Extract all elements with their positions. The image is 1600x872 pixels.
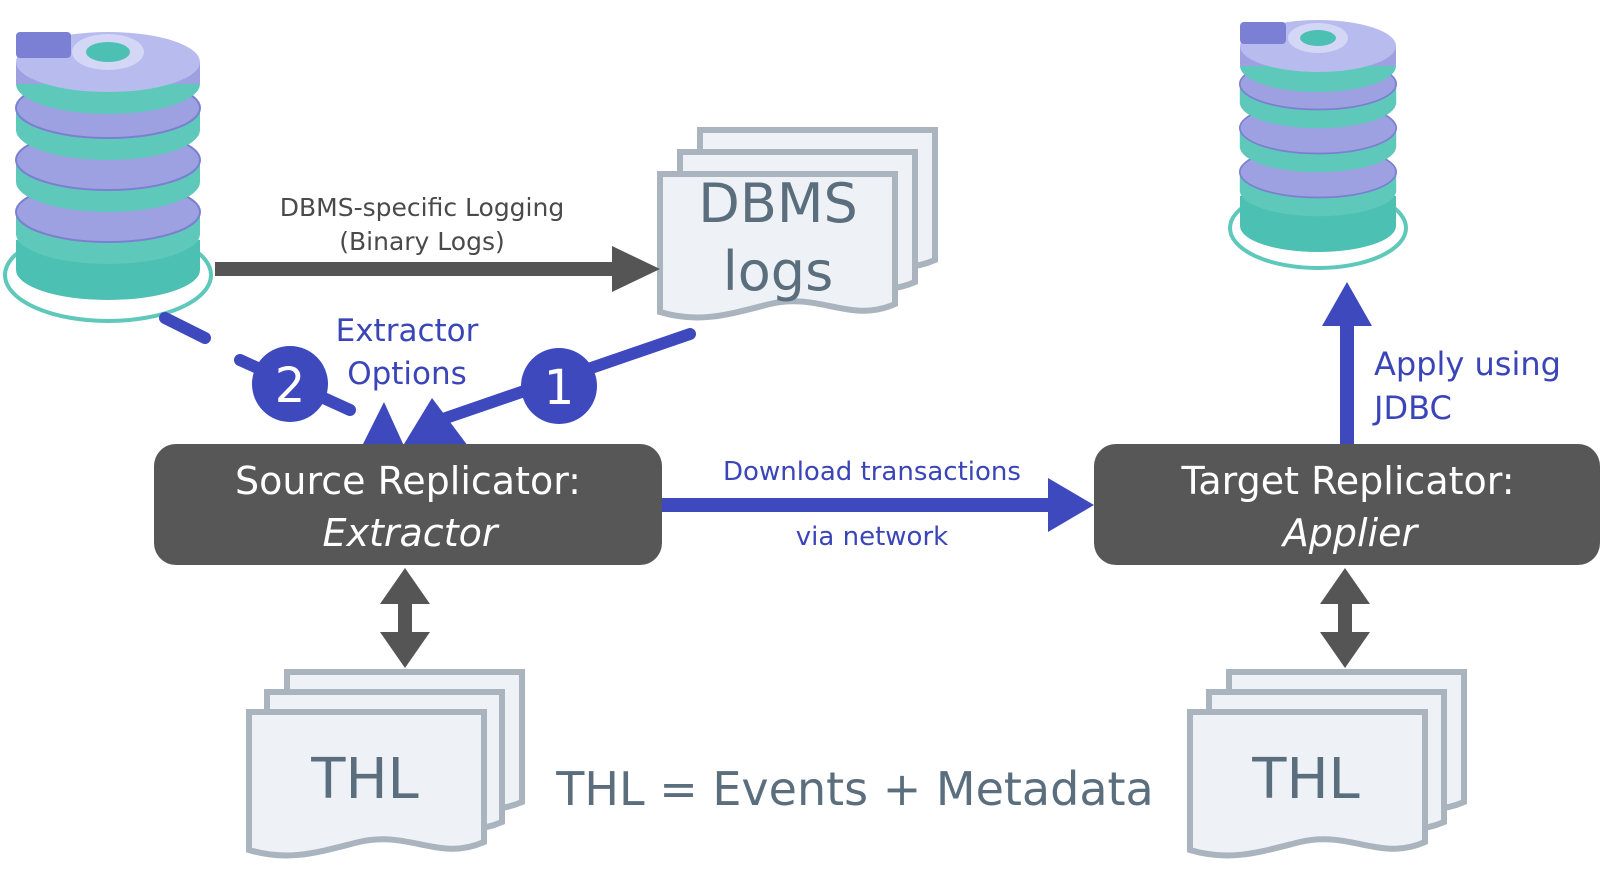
thl-left-document-icon: THL: [249, 672, 522, 855]
thl-right-document-icon: THL: [1190, 672, 1464, 855]
source-database-icon: [3, 32, 213, 344]
apply-arrow: [1322, 282, 1372, 444]
badge-2: 2: [252, 346, 328, 422]
source-replicator-box: Source Replicator: Extractor: [154, 444, 662, 565]
source-replicator-role: Extractor: [323, 511, 500, 555]
extractor-options-label-line2: Options: [347, 356, 467, 392]
thl-legend: THL = Events + Metadata: [555, 762, 1153, 816]
dbms-logs-label-line2: logs: [723, 240, 833, 303]
source-thl-bidirectional-arrow: [380, 568, 430, 668]
logging-label-line2: (Binary Logs): [339, 227, 504, 256]
target-replicator-box: Target Replicator: Applier: [1094, 444, 1600, 565]
badge-2-label: 2: [275, 358, 306, 414]
badge-1: 1: [521, 348, 597, 424]
download-label-line1: Download transactions: [723, 457, 1021, 487]
download-arrow: [662, 478, 1094, 532]
dbms-logs-document-icon: DBMS logs: [660, 130, 935, 317]
dbms-logs-label-line1: DBMS: [698, 172, 858, 235]
thl-right-label: THL: [1251, 747, 1360, 812]
target-thl-bidirectional-arrow: [1320, 568, 1370, 668]
target-database-icon: [1228, 20, 1408, 270]
extractor-options-label-line1: Extractor: [336, 313, 479, 349]
logging-label-line1: DBMS-specific Logging: [280, 193, 564, 222]
target-replicator-role: Applier: [1280, 511, 1420, 555]
apply-label-line2: JDBC: [1372, 389, 1452, 427]
badge-1-label: 1: [544, 360, 575, 416]
source-replicator-title: Source Replicator:: [235, 459, 581, 503]
download-label-line2: via network: [796, 522, 948, 552]
thl-left-label: THL: [310, 747, 419, 812]
logging-arrow: [215, 246, 660, 292]
apply-label-line1: Apply using: [1374, 345, 1561, 383]
target-replicator-title: Target Replicator:: [1180, 459, 1514, 503]
